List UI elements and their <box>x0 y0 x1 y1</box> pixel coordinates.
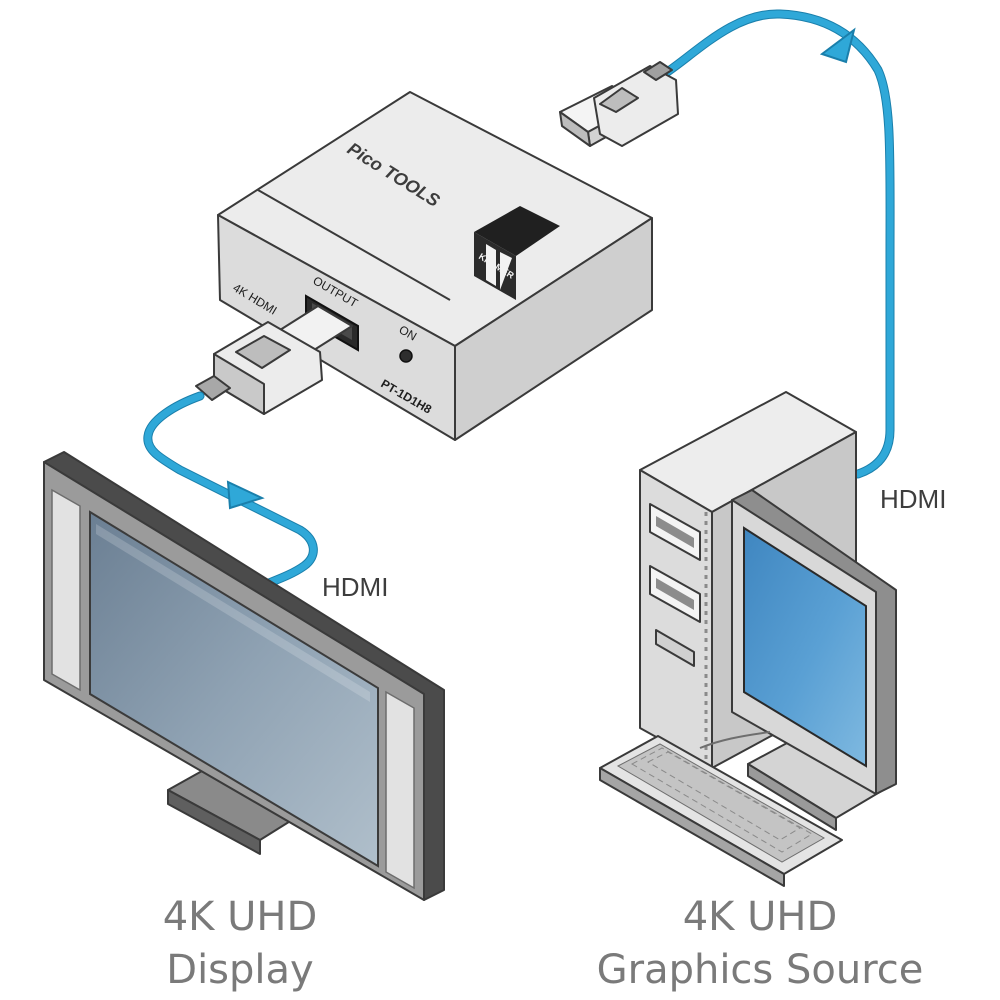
tv-display <box>43 451 445 901</box>
display-flow-arrow <box>226 480 265 510</box>
pc-monitor-screen <box>743 526 867 768</box>
source-hdmi-plug <box>559 61 679 147</box>
display-hdmi-label: HDMI <box>322 572 388 602</box>
source-caption-line2: Graphics Source <box>597 947 924 993</box>
pc-monitor <box>731 489 897 831</box>
display-caption-line2: Display <box>166 947 313 993</box>
display-caption-line1: 4K UHD <box>163 894 318 940</box>
kramer-logo: KRAMER <box>474 206 560 300</box>
source-caption-line1: 4K UHD <box>683 894 838 940</box>
source-hdmi-label: HDMI <box>880 484 946 514</box>
tv-screen <box>89 510 379 868</box>
source-hdmi-cable <box>650 9 895 479</box>
display-hdmi-plug <box>195 305 353 415</box>
display-hdmi-cable <box>143 391 318 591</box>
device-power-led <box>399 349 413 363</box>
pc-keyboard <box>599 735 843 887</box>
source-flow-arrow <box>819 27 856 64</box>
